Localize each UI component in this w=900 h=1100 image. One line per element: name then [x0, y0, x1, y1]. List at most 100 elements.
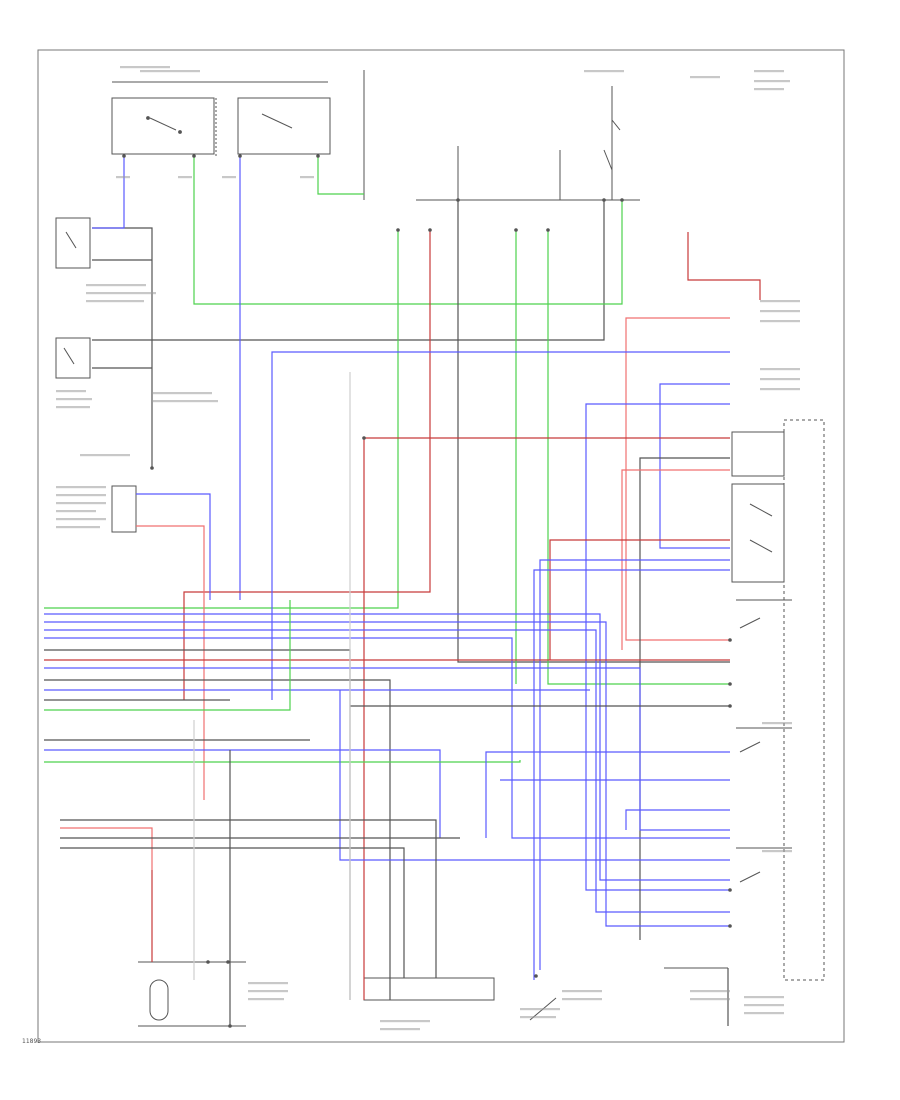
wire-blue: [136, 493, 211, 600]
label-block: [152, 400, 218, 403]
wire-blue: [539, 559, 730, 970]
wire-green: [317, 156, 364, 195]
splice-dot: [206, 960, 210, 964]
wire-red: [363, 437, 730, 1000]
wire-blue: [44, 749, 441, 838]
wire-green: [44, 760, 521, 763]
wire-blue: [533, 569, 730, 980]
wire-black: [44, 679, 391, 1000]
splice-dot: [620, 198, 624, 202]
splice-dot: [192, 154, 196, 158]
label-block: [380, 1020, 430, 1023]
label-block: [520, 1008, 560, 1011]
splice-dot: [728, 704, 732, 708]
blower-control-module: [111, 485, 137, 533]
splice-dot: [728, 638, 732, 642]
label-block: [690, 990, 730, 993]
label-block: [140, 70, 200, 73]
pressure-switch-assembly: [111, 81, 331, 156]
splice-dot: [514, 228, 518, 232]
splice-dot: [428, 228, 432, 232]
label-block: [584, 70, 624, 73]
splice-dot: [238, 154, 242, 158]
wire-green: [44, 230, 399, 609]
label-block: [562, 998, 602, 1001]
bottom-components: [138, 961, 728, 1027]
label-block: [86, 284, 146, 287]
wire-blue: [271, 351, 730, 700]
wire-pink: [60, 827, 153, 870]
wire-black: [60, 847, 405, 978]
diagram-code: 11893: [22, 1038, 42, 1045]
label-block: [56, 518, 106, 521]
splice-dot: [362, 436, 366, 440]
splice-dot: [316, 154, 320, 158]
splice-dot: [226, 960, 230, 964]
splice-dot: [534, 974, 538, 978]
wire-green: [193, 156, 623, 305]
wire-blue: [44, 667, 730, 831]
label-block: [56, 486, 106, 489]
label-block: [116, 176, 130, 179]
wire-pink: [136, 525, 205, 800]
label-block: [56, 526, 100, 529]
wire-blue: [485, 751, 730, 838]
splice-dot: [122, 154, 126, 158]
thermo-switch-left: [55, 337, 91, 379]
label-block: [690, 998, 730, 1001]
wire-blue: [44, 621, 730, 927]
splice-dot: [396, 228, 400, 232]
label-block: [760, 320, 800, 323]
label-block: [690, 76, 720, 79]
wire-red: [183, 230, 431, 700]
wire-blue: [585, 403, 730, 891]
label-block: [56, 406, 90, 409]
wire-black: [92, 227, 153, 468]
label-block: [86, 300, 144, 303]
label-block: [562, 990, 602, 993]
splice-dot: [728, 888, 732, 892]
label-block: [744, 1004, 784, 1007]
wire-pink: [625, 317, 730, 641]
splice-dot: [456, 198, 460, 202]
wire-blue: [44, 629, 730, 913]
label-block: [56, 398, 92, 401]
wire-black: [60, 819, 437, 978]
label-block: [120, 66, 170, 69]
label-block: [744, 996, 784, 999]
wire-black: [457, 200, 730, 663]
label-block: [760, 388, 800, 391]
label-block: [248, 990, 288, 993]
splice-dot: [228, 1024, 232, 1028]
label-block: [56, 390, 86, 393]
refrigerant-switch-left: [55, 217, 91, 269]
wire-black: [639, 457, 730, 940]
wire-black: [92, 200, 605, 341]
wire-blue: [92, 156, 125, 229]
label-block: [520, 1016, 556, 1019]
splice-dot: [546, 228, 550, 232]
wire-blue: [659, 383, 730, 549]
label-block: [248, 998, 284, 1001]
wire-green: [547, 230, 730, 685]
diagram-border: [37, 49, 845, 1043]
label-block: [56, 502, 106, 505]
wire-blue: [44, 637, 730, 839]
label-block: [80, 454, 130, 457]
wire-green: [44, 600, 291, 711]
wire-black: [44, 649, 351, 1000]
wire-blue: [339, 690, 730, 861]
label-block: [760, 300, 800, 303]
label-block: [744, 1012, 784, 1015]
wire-blue: [44, 613, 730, 881]
wire-blue: [625, 809, 730, 830]
label-block: [178, 176, 192, 179]
label-block: [760, 368, 800, 371]
label-block: [56, 510, 96, 513]
label-block: [754, 88, 784, 91]
splice-dot: [602, 198, 606, 202]
label-block: [754, 70, 784, 73]
label-block: [152, 392, 212, 395]
label-block: [760, 378, 800, 381]
